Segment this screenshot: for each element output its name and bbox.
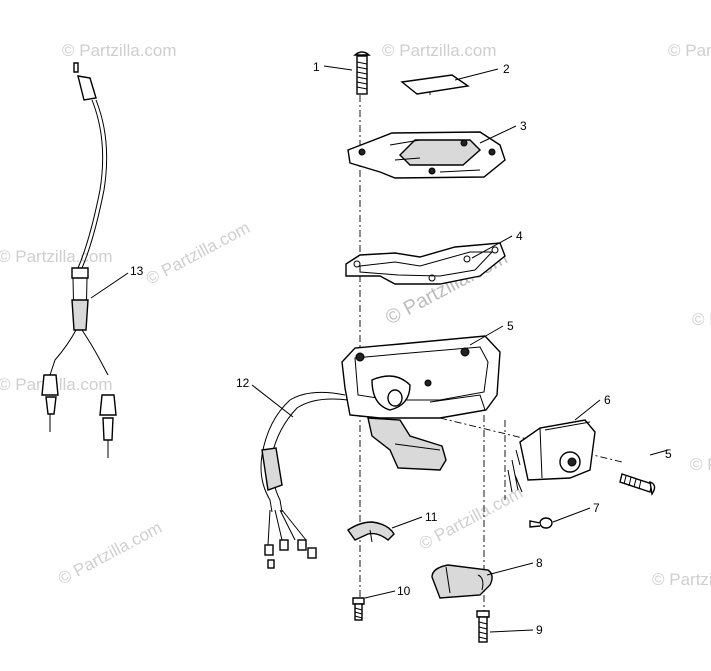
callout-3: 3 xyxy=(520,119,527,133)
callout-6: 6 xyxy=(604,393,611,407)
callout-9: 9 xyxy=(536,623,543,637)
watermark-right: © Partzilla.com xyxy=(690,455,711,474)
bolt-part-9 xyxy=(476,610,490,643)
watermark-mid-left: © Partzilla.com xyxy=(0,247,113,266)
watermark-bottom-left: © Partzilla.com xyxy=(55,518,165,589)
watermark-bottom-right: © Partzilla.com xyxy=(652,570,711,589)
callout-4: 4 xyxy=(516,229,523,243)
callout-11: 11 xyxy=(425,510,438,524)
callout-8: 8 xyxy=(536,556,543,570)
harness-part-12 xyxy=(260,391,349,569)
callout-13: 13 xyxy=(130,264,144,278)
gasket-part-4 xyxy=(345,242,506,285)
decal-part-2 xyxy=(400,74,470,95)
callout-5: 5 xyxy=(507,319,514,333)
washer-part-11 xyxy=(347,521,395,543)
watermark-layer: © Partzilla.com © Partzilla.com © Partzi… xyxy=(0,41,711,589)
bolt-part-10 xyxy=(352,597,365,621)
callout-1: 1 xyxy=(313,60,320,74)
watermark-top-left: © Partzilla.com xyxy=(62,41,177,60)
callout-2: 2 xyxy=(503,62,510,76)
screw-part-1 xyxy=(353,51,371,95)
callout-10: 10 xyxy=(397,584,411,598)
watermark-top-right: © Partzilla.com xyxy=(668,41,711,60)
housing-part-5 xyxy=(341,335,501,471)
bulb-part-7 xyxy=(529,517,553,529)
cable-part-13 xyxy=(41,62,117,458)
callout-layer: 1 2 3 4 5 5 6 7 8 9 10 11 12 13 xyxy=(90,60,672,637)
clamp-part-8 xyxy=(431,564,493,599)
watermark-top-center: © Partzilla.com xyxy=(382,41,497,60)
callout-7: 7 xyxy=(593,501,600,515)
watermark-mid-right: © Partzilla.com xyxy=(692,310,711,329)
switch-part-6 xyxy=(507,419,596,493)
watermark-center-left: © Partzilla.com xyxy=(143,218,253,289)
screw-part-5b xyxy=(619,473,656,496)
callout-5b: 5 xyxy=(665,447,672,461)
cover-plate-part-3 xyxy=(347,131,506,179)
callout-12: 12 xyxy=(236,376,250,390)
